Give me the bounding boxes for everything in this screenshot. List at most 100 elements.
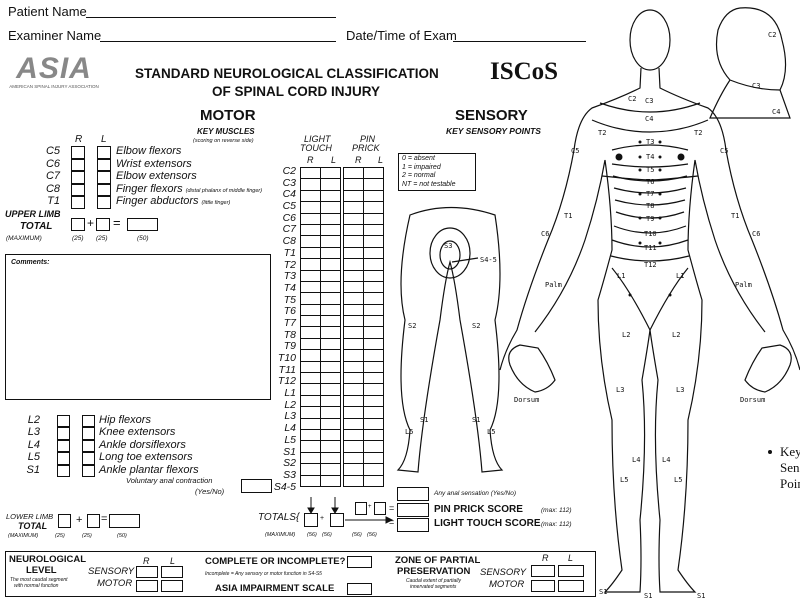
patient-name-field[interactable] bbox=[86, 17, 336, 18]
motor-score-l[interactable] bbox=[82, 464, 95, 477]
lt-l-score-cell[interactable] bbox=[320, 474, 341, 487]
segment-label: C7 bbox=[282, 223, 296, 236]
motor-level-label: L3 bbox=[27, 426, 40, 439]
lt-col-l: L bbox=[331, 155, 337, 165]
back-l5-left: L5 bbox=[487, 428, 495, 436]
upper-total-l-box[interactable] bbox=[96, 218, 110, 231]
neuro-sensory-label: SENSORY bbox=[88, 566, 135, 577]
motor-score-r[interactable] bbox=[57, 415, 70, 428]
motor-score-r[interactable] bbox=[57, 427, 70, 440]
motor-score-r[interactable] bbox=[71, 183, 85, 197]
examiner-name-field[interactable] bbox=[100, 41, 336, 42]
motor-score-r[interactable] bbox=[57, 439, 70, 453]
dermatome-t1-left: T1 bbox=[731, 212, 739, 220]
lower-total-box[interactable] bbox=[109, 514, 140, 528]
neuro-level-note-1: The most caudal segment bbox=[10, 577, 68, 583]
dermatome-l2-left: L2 bbox=[672, 331, 680, 339]
motor-level-label: L2 bbox=[27, 414, 40, 426]
motor-level-label: S1 bbox=[26, 463, 40, 476]
upper-total-box[interactable] bbox=[127, 218, 158, 231]
upper-total-r-box[interactable] bbox=[71, 218, 85, 231]
motor-score-r[interactable] bbox=[71, 171, 85, 184]
neuro-level-label-2: LEVEL bbox=[26, 565, 57, 576]
zone-label-2: PRESERVATION bbox=[397, 566, 471, 577]
pp-l-score-cell[interactable] bbox=[363, 474, 384, 487]
key-sensory-points-caption: KeySensoryPoints bbox=[780, 444, 800, 491]
date-time-label: Date/Time of Exam bbox=[346, 28, 457, 43]
back-s1-right: S1 bbox=[420, 416, 428, 424]
zone-motor-l-box[interactable] bbox=[558, 580, 584, 592]
neuro-motor-l-box[interactable] bbox=[161, 580, 183, 592]
dermatome-l5-left: L5 bbox=[674, 476, 682, 484]
dermatome-t10: T10 bbox=[644, 230, 657, 238]
motor-level-label: T1 bbox=[47, 195, 60, 208]
pp-total-r-box[interactable] bbox=[355, 502, 367, 515]
motor-score-l[interactable] bbox=[97, 171, 111, 184]
light-touch-score-box[interactable] bbox=[397, 518, 429, 532]
scoring-note: (scoring on reverse side) bbox=[193, 138, 254, 144]
motor-score-l[interactable] bbox=[82, 427, 95, 440]
segment-label: S2 bbox=[283, 457, 296, 470]
comments-box[interactable]: Comments: bbox=[5, 254, 271, 400]
lt-total-r-box[interactable] bbox=[304, 513, 318, 527]
lower-max-total: (50) bbox=[117, 533, 127, 539]
motor-level-label: L4 bbox=[27, 438, 40, 451]
lt-total-l-box[interactable] bbox=[330, 513, 344, 527]
motor-score-l[interactable] bbox=[82, 415, 95, 428]
motor-score-r[interactable] bbox=[71, 158, 85, 172]
motor-score-l[interactable] bbox=[97, 183, 111, 197]
motor-score-r[interactable] bbox=[71, 196, 85, 209]
plus-sign: + bbox=[368, 504, 372, 510]
front-body-outline bbox=[396, 7, 800, 593]
motor-score-l[interactable] bbox=[97, 146, 111, 159]
segment-label: C4 bbox=[282, 188, 296, 201]
zone-sensory-r-box[interactable] bbox=[531, 565, 555, 577]
lower-total-l-box[interactable] bbox=[87, 514, 100, 528]
back-s3: S3 bbox=[444, 242, 452, 250]
segment-label: L3 bbox=[284, 410, 296, 423]
muscle-name: Hip flexors bbox=[99, 414, 151, 426]
pin-prick-score-box[interactable] bbox=[397, 503, 429, 517]
pp-total-l-box[interactable] bbox=[374, 502, 386, 515]
back-l5-right: L5 bbox=[405, 428, 413, 436]
neuro-sensory-l-box[interactable] bbox=[161, 566, 183, 578]
dermatome-t7: T7 bbox=[646, 190, 654, 198]
segment-label: L5 bbox=[284, 433, 296, 446]
date-time-field[interactable] bbox=[453, 41, 586, 42]
segment-label: T4 bbox=[283, 281, 296, 294]
motor-score-r[interactable] bbox=[57, 452, 70, 465]
muscle-name: Elbow extensors bbox=[116, 170, 197, 183]
sensory-row bbox=[300, 258, 384, 271]
complete-box[interactable] bbox=[347, 556, 372, 568]
segment-label: T8 bbox=[283, 328, 296, 341]
motor-score-l[interactable] bbox=[97, 196, 111, 209]
motor-score-r[interactable] bbox=[57, 464, 70, 477]
zone-motor-r-box[interactable] bbox=[531, 580, 555, 592]
asia-logo: ASIA AMERICAN SPINAL INJURY ASSOCIATION bbox=[9, 52, 99, 90]
totals-max-label: (MAXIMUM) bbox=[265, 532, 296, 538]
motor-score-l[interactable] bbox=[97, 158, 111, 172]
sensory-row bbox=[300, 292, 384, 305]
anal-contraction-box[interactable] bbox=[241, 479, 272, 493]
neuro-sensory-r-box[interactable] bbox=[136, 566, 158, 578]
lower-total-r-box[interactable] bbox=[58, 514, 71, 528]
scoring-legend: 0 = absent 1 = impaired 2 = normal NT = … bbox=[398, 153, 476, 191]
side-c4: C4 bbox=[772, 108, 780, 116]
sensory-row bbox=[300, 406, 384, 419]
sensory-row bbox=[300, 383, 384, 396]
motor-score-r[interactable] bbox=[71, 146, 85, 159]
motor-score-l[interactable] bbox=[82, 452, 95, 465]
motor-score-l[interactable] bbox=[82, 439, 95, 453]
pin-prick-max: (max: 112) bbox=[541, 507, 572, 514]
muscle-name: Knee extensors bbox=[99, 426, 176, 439]
anal-sensation-box[interactable] bbox=[397, 487, 429, 501]
sensory-row bbox=[300, 349, 384, 362]
asia-scale-box[interactable] bbox=[347, 583, 372, 595]
neuro-motor-r-box[interactable] bbox=[136, 580, 158, 592]
zone-sensory-l-box[interactable] bbox=[558, 565, 584, 577]
sensory-row bbox=[300, 337, 384, 351]
back-s2-left: S2 bbox=[472, 322, 480, 330]
dermatome-s1-mid: S1 bbox=[644, 592, 652, 600]
dermatome-l1-left: L1 bbox=[676, 272, 684, 280]
